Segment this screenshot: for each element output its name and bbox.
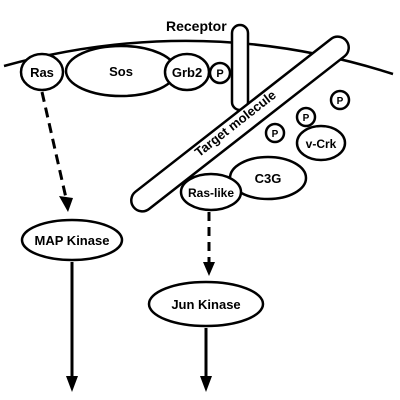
receptor-rod — [230, 23, 250, 112]
grb2-label: Grb2 — [172, 65, 202, 80]
v-crk-node — [295, 124, 347, 162]
c3g-label: C3G — [255, 171, 282, 186]
v-crk-label: v-Crk — [306, 137, 337, 151]
ras-label: Ras — [30, 65, 54, 80]
ras-like-node — [179, 172, 243, 212]
ras-to-map-kinase-arrowhead — [59, 196, 73, 212]
ras-to-map-kinase-dashed — [40, 91, 68, 199]
phospho-target-2 — [295, 106, 317, 128]
phospho-target-3-label: P — [337, 96, 344, 107]
map-kinase-output-arrowhead — [66, 376, 78, 392]
receptor-label: Receptor — [166, 18, 227, 34]
ras-node — [19, 52, 65, 92]
target-molecule — [130, 35, 350, 213]
phospho-grb2-label: P — [216, 68, 223, 80]
ras-like-to-jun-kinase-arrowhead — [203, 262, 215, 276]
phospho-target-1-label: P — [272, 129, 279, 140]
jun-kinase-label: Jun Kinase — [171, 297, 240, 312]
map-kinase-label: MAP Kinase — [35, 233, 110, 248]
ras-like-label: Ras-like — [188, 186, 234, 200]
jun-kinase-node — [147, 280, 265, 328]
phospho-target-1 — [264, 122, 286, 144]
map-kinase-node — [20, 218, 124, 262]
phospho-target-2-label: P — [303, 113, 310, 124]
jun-kinase-output-arrowhead — [200, 376, 212, 392]
sos-label: Sos — [109, 64, 133, 79]
phospho-grb2 — [208, 61, 232, 85]
phospho-target-3 — [329, 89, 351, 111]
